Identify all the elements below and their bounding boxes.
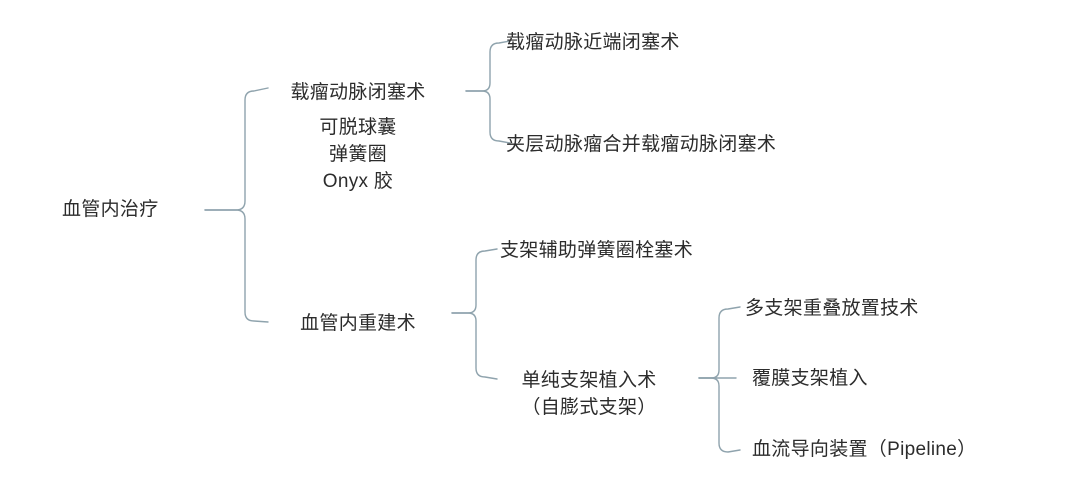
node-root: 血管内治疗 — [62, 197, 159, 224]
node-group-c-0: 多支架重叠放置技术 — [745, 296, 919, 323]
node-level1-0: 载瘤动脉闭塞术 可脱球囊 弹簧圈 Onyx 胶 — [268, 80, 448, 196]
node-group-a-1: 夹层动脉瘤合并载瘤动脉闭塞术 — [506, 132, 776, 159]
node-group-c-0-label: 多支架重叠放置技术 — [745, 298, 919, 319]
node-root-label: 血管内治疗 — [62, 199, 159, 220]
node-group-c-1: 覆膜支架植入 — [752, 366, 868, 393]
bracket-group-c-upper — [698, 306, 741, 379]
node-group-b-1-label: 单纯支架植入术 — [521, 370, 657, 391]
bracket-group-a-lower — [465, 90, 511, 144]
node-level1-0-subline-2: Onyx 胶 — [322, 170, 394, 192]
node-level1-0-subline-1: 弹簧圈 — [329, 143, 387, 165]
node-level1-1-label: 血管内重建术 — [300, 313, 416, 334]
node-spacer — [268, 107, 448, 115]
node-group-c-1-label: 覆膜支架植入 — [752, 368, 868, 389]
node-group-a-1-label: 夹层动脉瘤合并载瘤动脉闭塞术 — [506, 134, 777, 155]
bracket-root-lower — [204, 209, 269, 323]
node-level1-0-subline-0: 可脱球囊 — [319, 116, 397, 138]
bracket-group-b-lower — [451, 312, 498, 380]
node-group-c-2: 血流导向装置（Pipeline） — [752, 437, 976, 464]
bracket-group-b-upper — [451, 248, 498, 314]
node-level1-0-label: 载瘤动脉闭塞术 — [290, 82, 426, 103]
bracket-group-c-lower — [698, 377, 741, 453]
node-group-b-0: 支架辅助弹簧圈栓塞术 — [500, 238, 693, 265]
node-group-b-1-subline: （自膨式支架） — [521, 396, 657, 418]
bracket-root — [204, 87, 269, 211]
node-group-a-0-label: 载瘤动脉近端闭塞术 — [506, 32, 680, 53]
node-group-b-1: 单纯支架植入术 （自膨式支架） — [500, 368, 678, 422]
node-group-a-0: 载瘤动脉近端闭塞术 — [506, 30, 680, 57]
bracket-group-a-upper — [465, 40, 511, 92]
node-level1-1: 血管内重建术 — [268, 311, 448, 338]
node-group-c-2-label: 血流导向装置（Pipeline） — [752, 439, 977, 460]
node-group-b-0-label: 支架辅助弹簧圈栓塞术 — [500, 240, 694, 261]
